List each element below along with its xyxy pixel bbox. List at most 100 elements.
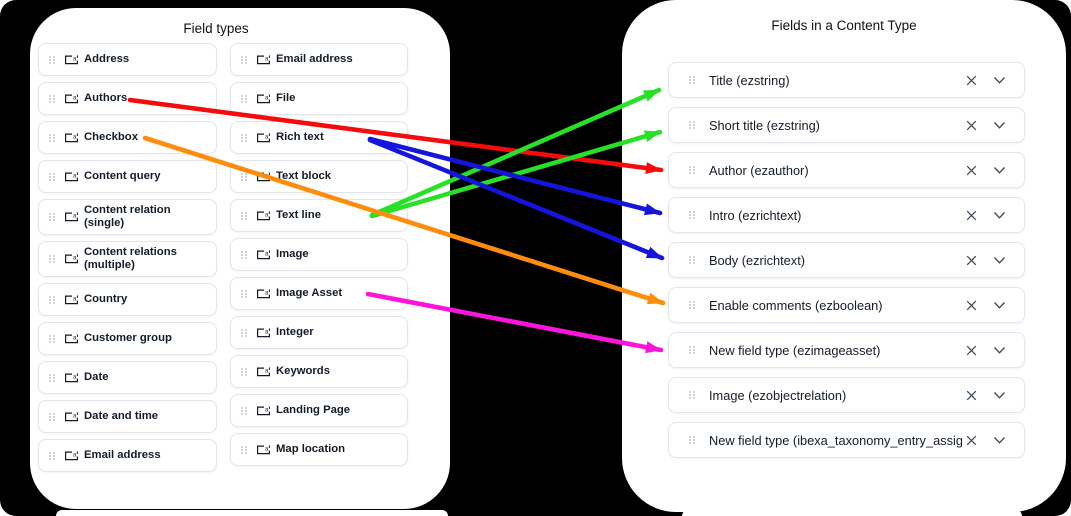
drag-handle-icon (689, 436, 695, 444)
field-type-label: Date (84, 371, 109, 383)
svg-text:a: a (73, 452, 77, 458)
remove-field-button[interactable] (962, 251, 980, 269)
svg-text:a: a (265, 329, 269, 335)
field-type-item[interactable]: a Email address (38, 439, 217, 472)
drag-handle-icon (49, 213, 55, 221)
content-type-panel-title: Fields in a Content Type (771, 18, 917, 33)
expand-field-button[interactable] (990, 341, 1008, 359)
expand-field-button[interactable] (990, 116, 1008, 134)
field-type-item[interactable]: a Authors (38, 82, 217, 115)
svg-text:a: a (265, 95, 269, 101)
field-type-label: Content relation (single) (84, 204, 171, 229)
expand-field-button[interactable] (990, 431, 1008, 449)
svg-text:a: a (265, 407, 269, 413)
field-type-item[interactable]: a Date (38, 361, 217, 394)
field-types-column-2: a Email address a File a Rich text (230, 43, 408, 466)
drag-handle-icon (49, 172, 55, 181)
remove-field-button[interactable] (962, 431, 980, 449)
field-type-item[interactable]: a Date and time (38, 400, 217, 433)
field-type-label: Map location (276, 443, 346, 455)
field-type-icon: a (64, 253, 79, 265)
drag-handle-icon (49, 412, 55, 421)
drag-handle-icon (49, 133, 55, 142)
field-type-item[interactable]: a Image Asset (230, 277, 408, 310)
field-type-icon: a (256, 405, 271, 417)
drag-handle-icon (49, 255, 55, 263)
content-field-label: Author (ezauthor) (709, 162, 809, 178)
remove-field-button[interactable] (962, 341, 980, 359)
field-type-item[interactable]: a Keywords (230, 355, 408, 388)
content-field-label: Enable comments (ezboolean) (709, 297, 883, 313)
field-type-item[interactable]: a Text block (230, 160, 408, 193)
field-type-label: Text block (276, 170, 332, 182)
field-type-item[interactable]: a Integer (230, 316, 408, 349)
field-type-icon: a (64, 171, 79, 183)
svg-text:a: a (73, 56, 77, 62)
drag-handle-icon (241, 367, 247, 376)
content-field-label: Body (ezrichtext) (709, 252, 806, 268)
content-field-label: Image (ezobjectrelation) (709, 387, 847, 403)
remove-field-button[interactable] (962, 296, 980, 314)
field-type-label: Address (84, 53, 130, 65)
field-type-label: File (276, 92, 296, 104)
content-type-field-row[interactable]: Body (ezrichtext) (668, 242, 1025, 278)
expand-field-button[interactable] (990, 161, 1008, 179)
drag-handle-icon (241, 133, 247, 142)
field-types-column-1: a Address a Authors a Checkbox (38, 43, 217, 472)
field-type-item[interactable]: a Landing Page (230, 394, 408, 427)
field-type-label: Content query (84, 170, 161, 182)
remove-field-button[interactable] (962, 116, 980, 134)
remove-field-button[interactable] (962, 206, 980, 224)
content-type-field-row[interactable]: Author (ezauthor) (668, 152, 1025, 188)
content-type-field-row[interactable]: New field type (ezimageasset) (668, 332, 1025, 368)
drag-handle-icon (241, 289, 247, 298)
field-type-item[interactable]: a Address (38, 43, 217, 76)
drag-handle-icon (49, 94, 55, 103)
field-type-icon: a (256, 288, 271, 300)
field-type-item[interactable]: a Rich text (230, 121, 408, 154)
field-type-item[interactable]: a File (230, 82, 408, 115)
field-type-item[interactable]: a Content relation (single) (38, 199, 217, 235)
content-type-field-row[interactable]: Intro (ezrichtext) (668, 197, 1025, 233)
field-type-label: Integer (276, 326, 314, 338)
drag-handle-icon (49, 334, 55, 343)
field-type-item[interactable]: a Map location (230, 433, 408, 466)
content-type-field-row[interactable]: Title (ezstring) (668, 62, 1025, 98)
remove-field-button[interactable] (962, 71, 980, 89)
field-type-item[interactable]: a Content query (38, 160, 217, 193)
field-type-icon: a (64, 54, 79, 66)
field-type-icon: a (64, 333, 79, 345)
content-type-field-row[interactable]: Enable comments (ezboolean) (668, 287, 1025, 323)
content-type-field-row[interactable]: Image (ezobjectrelation) (668, 377, 1025, 413)
remove-field-button[interactable] (962, 161, 980, 179)
content-field-label: New field type (ezimageasset) (709, 342, 881, 358)
expand-field-button[interactable] (990, 251, 1008, 269)
field-type-item[interactable]: a Customer group (38, 322, 217, 355)
field-type-item[interactable]: a Email address (230, 43, 408, 76)
expand-field-button[interactable] (990, 386, 1008, 404)
svg-text:a: a (73, 134, 77, 140)
content-field-label: Short title (ezstring) (709, 117, 820, 133)
content-field-label: Intro (ezrichtext) (709, 207, 802, 223)
field-type-label: Date and time (84, 410, 159, 422)
field-type-label: Image Asset (276, 287, 343, 299)
expand-field-button[interactable] (990, 71, 1008, 89)
content-type-field-row[interactable]: New field type (ibexa_taxonomy_entry_ass… (668, 422, 1025, 458)
svg-text:a: a (265, 212, 269, 218)
expand-field-button[interactable] (990, 296, 1008, 314)
field-type-item[interactable]: a Country (38, 283, 217, 316)
drag-handle-icon (49, 451, 55, 460)
drag-handle-icon (689, 121, 695, 129)
expand-field-button[interactable] (990, 206, 1008, 224)
remove-field-button[interactable] (962, 386, 980, 404)
field-type-item[interactable]: a Content relations (multiple) (38, 241, 217, 277)
field-type-icon: a (64, 372, 79, 384)
field-type-item[interactable]: a Image (230, 238, 408, 271)
field-type-label: Customer group (84, 332, 172, 344)
svg-text:a: a (73, 374, 77, 380)
field-type-icon: a (64, 132, 79, 144)
content-type-field-row[interactable]: Short title (ezstring) (668, 107, 1025, 143)
field-type-item[interactable]: a Checkbox (38, 121, 217, 154)
field-type-item[interactable]: a Text line (230, 199, 408, 232)
svg-text:a: a (73, 413, 77, 419)
